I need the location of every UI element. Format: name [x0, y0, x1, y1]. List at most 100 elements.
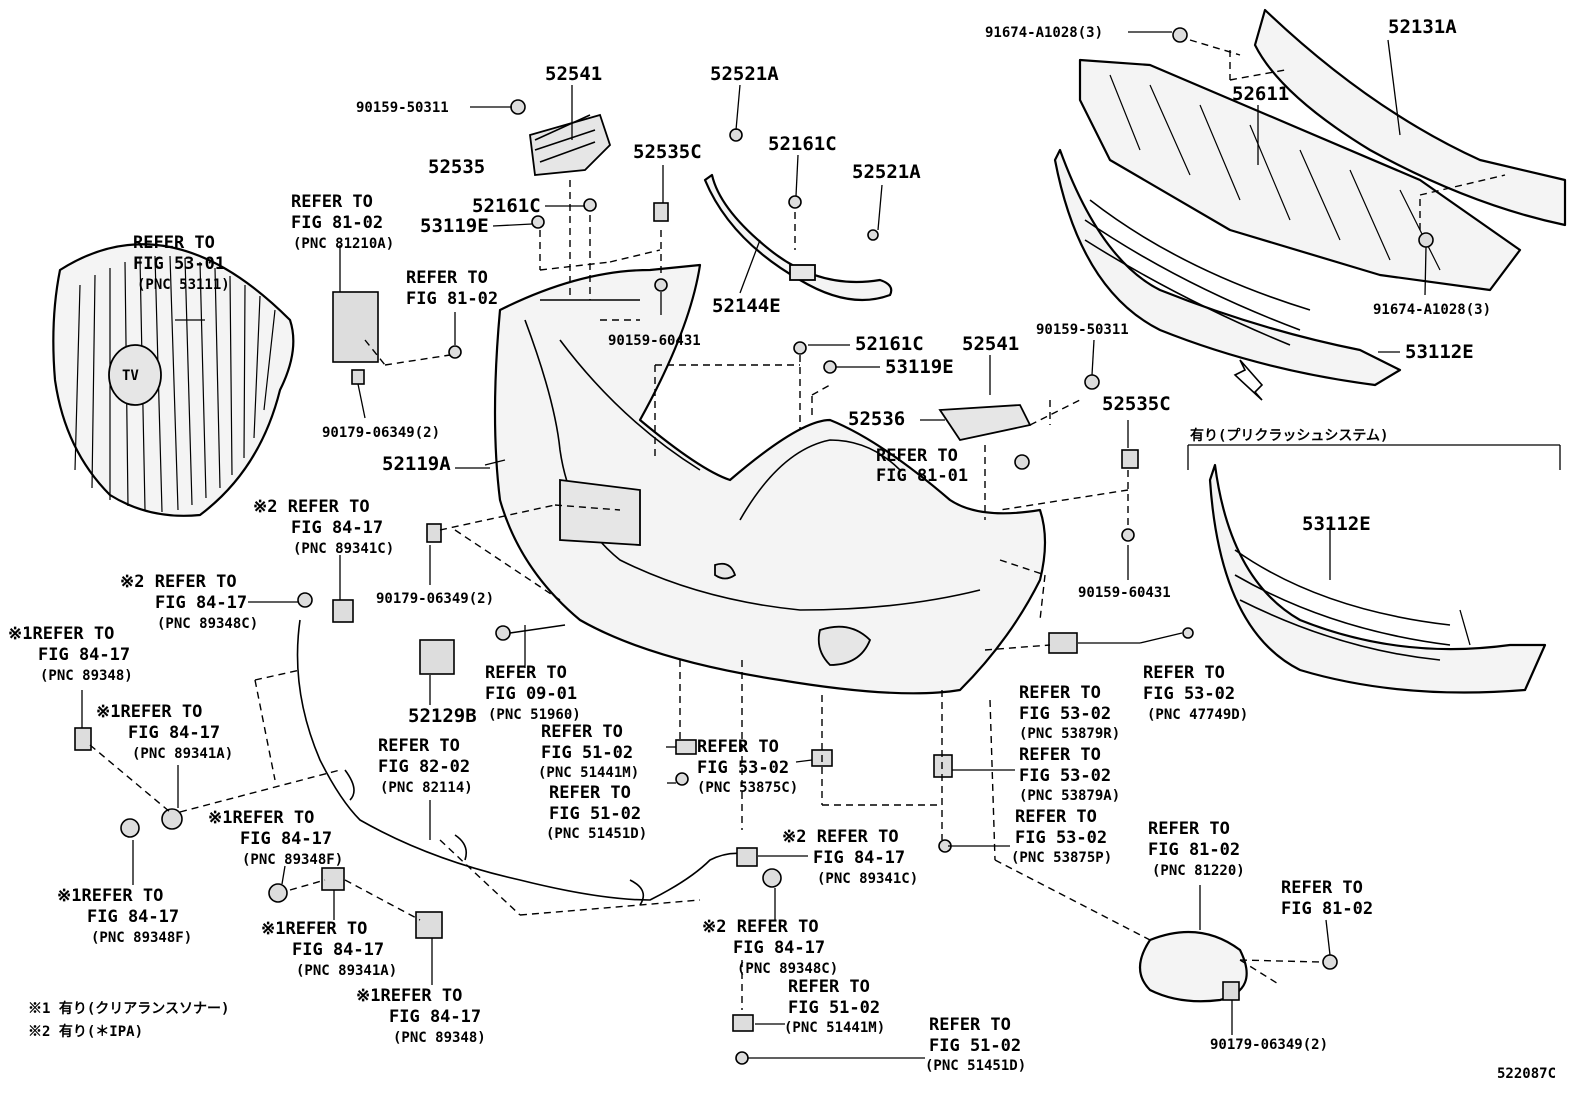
label-90179-left: 90179-06349(2) — [322, 425, 440, 441]
ref-51451D-l1: REFER TO — [549, 783, 631, 803]
part-number-labels: 91674-A1028(3) 52131A 52611 52541 52521A… — [28, 16, 1556, 1082]
label-53119E-left: 53119E — [420, 215, 489, 237]
ref-89348Cb-l1: ※2 REFER TO — [702, 917, 819, 937]
ref-53879R-l1: REFER TO — [1019, 683, 1101, 703]
ref-51441M-l2: FIG 51-02 — [541, 743, 633, 763]
ref-51441Mb-l3: (PNC 51441M) — [784, 1020, 885, 1036]
ref-81210A-l3: (PNC 81210A) — [293, 236, 394, 252]
label-90159-50311-top: 90159-50311 — [356, 100, 449, 116]
ref-89341Ab-l1: ※1REFER TO — [261, 919, 367, 939]
label-52521A-mid: 52521A — [852, 161, 921, 183]
ref-89341Cb-l1: ※2 REFER TO — [782, 827, 899, 847]
ref-89348C-l3: (PNC 89348C) — [157, 616, 258, 632]
bumper-cover — [493, 263, 1047, 695]
label-52611: 52611 — [1232, 83, 1289, 105]
ref-89348C-l1: ※2 REFER TO — [120, 572, 237, 592]
ref-51451Db-l3: (PNC 51451D) — [925, 1058, 1026, 1074]
ref-89348-l2: FIG 84-17 — [38, 645, 130, 665]
label-52536: 52536 — [848, 408, 905, 430]
wire-harness — [296, 619, 751, 906]
ref-grille-l2: FIG 53-01 — [133, 254, 225, 274]
ref-53875P-l3: (PNC 53875P) — [1011, 850, 1112, 866]
ref-89348-l3: (PNC 89348) — [40, 668, 133, 684]
ref-47749D-l3: (PNC 47749D) — [1147, 707, 1248, 723]
ref-89341C-l3: (PNC 89341C) — [293, 541, 394, 557]
ref-81210A-l2: FIG 81-02 — [291, 213, 383, 233]
ref-89348Cb-l3: (PNC 89348C) — [737, 961, 838, 977]
ref-grille-l3: (PNC 53111) — [137, 277, 230, 293]
ref-89348F-l3: (PNC 89348F) — [242, 852, 343, 868]
ref-81220-l1: REFER TO — [1148, 819, 1230, 839]
label-52535C-top: 52535C — [633, 141, 702, 163]
ref-89341A-l2: FIG 84-17 — [128, 723, 220, 743]
label-52521A-top: 52521A — [710, 63, 779, 85]
lower-grille-inset — [1208, 463, 1547, 694]
ref-53879A-l2: FIG 53-02 — [1019, 766, 1111, 786]
ref-89341C-l2: FIG 84-17 — [291, 518, 383, 538]
ref-53875P-l2: FIG 53-02 — [1015, 828, 1107, 848]
label-91674-right: 91674-A1028(3) — [1373, 302, 1491, 318]
ref-51960-l1: REFER TO — [485, 663, 567, 683]
ref-89341C-l1: ※2 REFER TO — [253, 497, 370, 517]
ref-89341Ab-l3: (PNC 89341A) — [296, 963, 397, 979]
ref-82114-l2: FIG 82-02 — [378, 757, 470, 777]
ref-89348b-l3: (PNC 89348) — [393, 1030, 486, 1046]
ref-51441Mb-l1: REFER TO — [788, 977, 870, 997]
label-52119A: 52119A — [382, 453, 451, 475]
ref-89348Cb-l2: FIG 84-17 — [733, 938, 825, 958]
leader-lines — [81, 31, 1561, 1059]
label-52161C-top: 52161C — [768, 133, 837, 155]
label-52541-top: 52541 — [545, 63, 602, 85]
ref-81220-l2: FIG 81-02 — [1148, 840, 1240, 860]
diagram-code: 522087C — [1497, 1066, 1556, 1082]
note-2: ※2 有り(＊IPA) — [28, 1023, 143, 1040]
label-91674-top: 91674-A1028(3) — [985, 25, 1103, 41]
ref-grille-l1: REFER TO — [133, 233, 215, 253]
ref-53879A-l1: REFER TO — [1019, 745, 1101, 765]
ref-51441Mb-l2: FIG 51-02 — [788, 998, 880, 1018]
ref-53879R-l3: (PNC 53879R) — [1019, 726, 1120, 742]
note-1: ※1 有り(クリアランスソナー) — [28, 1000, 229, 1017]
ref-8102b-l2: FIG 81-02 — [1281, 899, 1373, 919]
ref-89341A-l3: (PNC 89341A) — [132, 746, 233, 762]
label-52129B: 52129B — [408, 705, 477, 727]
ref-89348F-l2: FIG 84-17 — [240, 829, 332, 849]
ref-51441M-l3: (PNC 51441M) — [538, 765, 639, 781]
label-52535: 52535 — [428, 156, 485, 178]
ref-53879R-l2: FIG 53-02 — [1019, 704, 1111, 724]
ref-89348Fb-l3: (PNC 89348F) — [91, 930, 192, 946]
ref-8102b-l1: REFER TO — [1281, 878, 1363, 898]
ref-81210A-l1: REFER TO — [291, 192, 373, 212]
label-90159-60431-right: 90159-60431 — [1078, 585, 1171, 601]
ref-53875C-l3: (PNC 53875C) — [697, 780, 798, 796]
ref-89348C-l2: FIG 84-17 — [155, 593, 247, 613]
ref-89341Cb-l3: (PNC 89341C) — [817, 871, 918, 887]
ref-89341Cb-l2: FIG 84-17 — [813, 848, 905, 868]
ref-89348-l1: ※1REFER TO — [8, 624, 114, 644]
ref-53879A-l3: (PNC 53879A) — [1019, 788, 1120, 804]
ref-47749D-l1: REFER TO — [1143, 663, 1225, 683]
ref-8101-l1: REFER TO — [876, 446, 958, 466]
ref-89341A-l1: ※1REFER TO — [96, 702, 202, 722]
ref-89348F-l1: ※1REFER TO — [208, 808, 314, 828]
ref-53875P-l1: REFER TO — [1015, 807, 1097, 827]
ref-89348Fb-l2: FIG 84-17 — [87, 907, 179, 927]
ref-8101-l2: FIG 81-01 — [876, 466, 968, 486]
label-90159-50311-right: 90159-50311 — [1036, 322, 1129, 338]
ref-8102a-l1: REFER TO — [406, 268, 488, 288]
label-52535C-right: 52535C — [1102, 393, 1171, 415]
ref-89341Ab-l2: FIG 84-17 — [292, 940, 384, 960]
ref-53875C-l2: FIG 53-02 — [697, 758, 789, 778]
label-52131A: 52131A — [1388, 16, 1457, 38]
ref-51451D-l2: FIG 51-02 — [549, 804, 641, 824]
ref-51451Db-l1: REFER TO — [929, 1015, 1011, 1035]
ref-82114-l3: (PNC 82114) — [380, 780, 473, 796]
ref-82114-l1: REFER TO — [378, 736, 460, 756]
ref-89348Fb-l1: ※1REFER TO — [57, 886, 163, 906]
refer-to-callouts: REFER TO FIG 53-01 (PNC 53111) REFER TO … — [8, 192, 1373, 1074]
label-90179-mid: 90179-06349(2) — [376, 591, 494, 607]
label-52541-mid: 52541 — [962, 333, 1019, 355]
label-52161C-mid: 52161C — [855, 333, 924, 355]
grille-emblem-text: TV — [122, 368, 139, 384]
